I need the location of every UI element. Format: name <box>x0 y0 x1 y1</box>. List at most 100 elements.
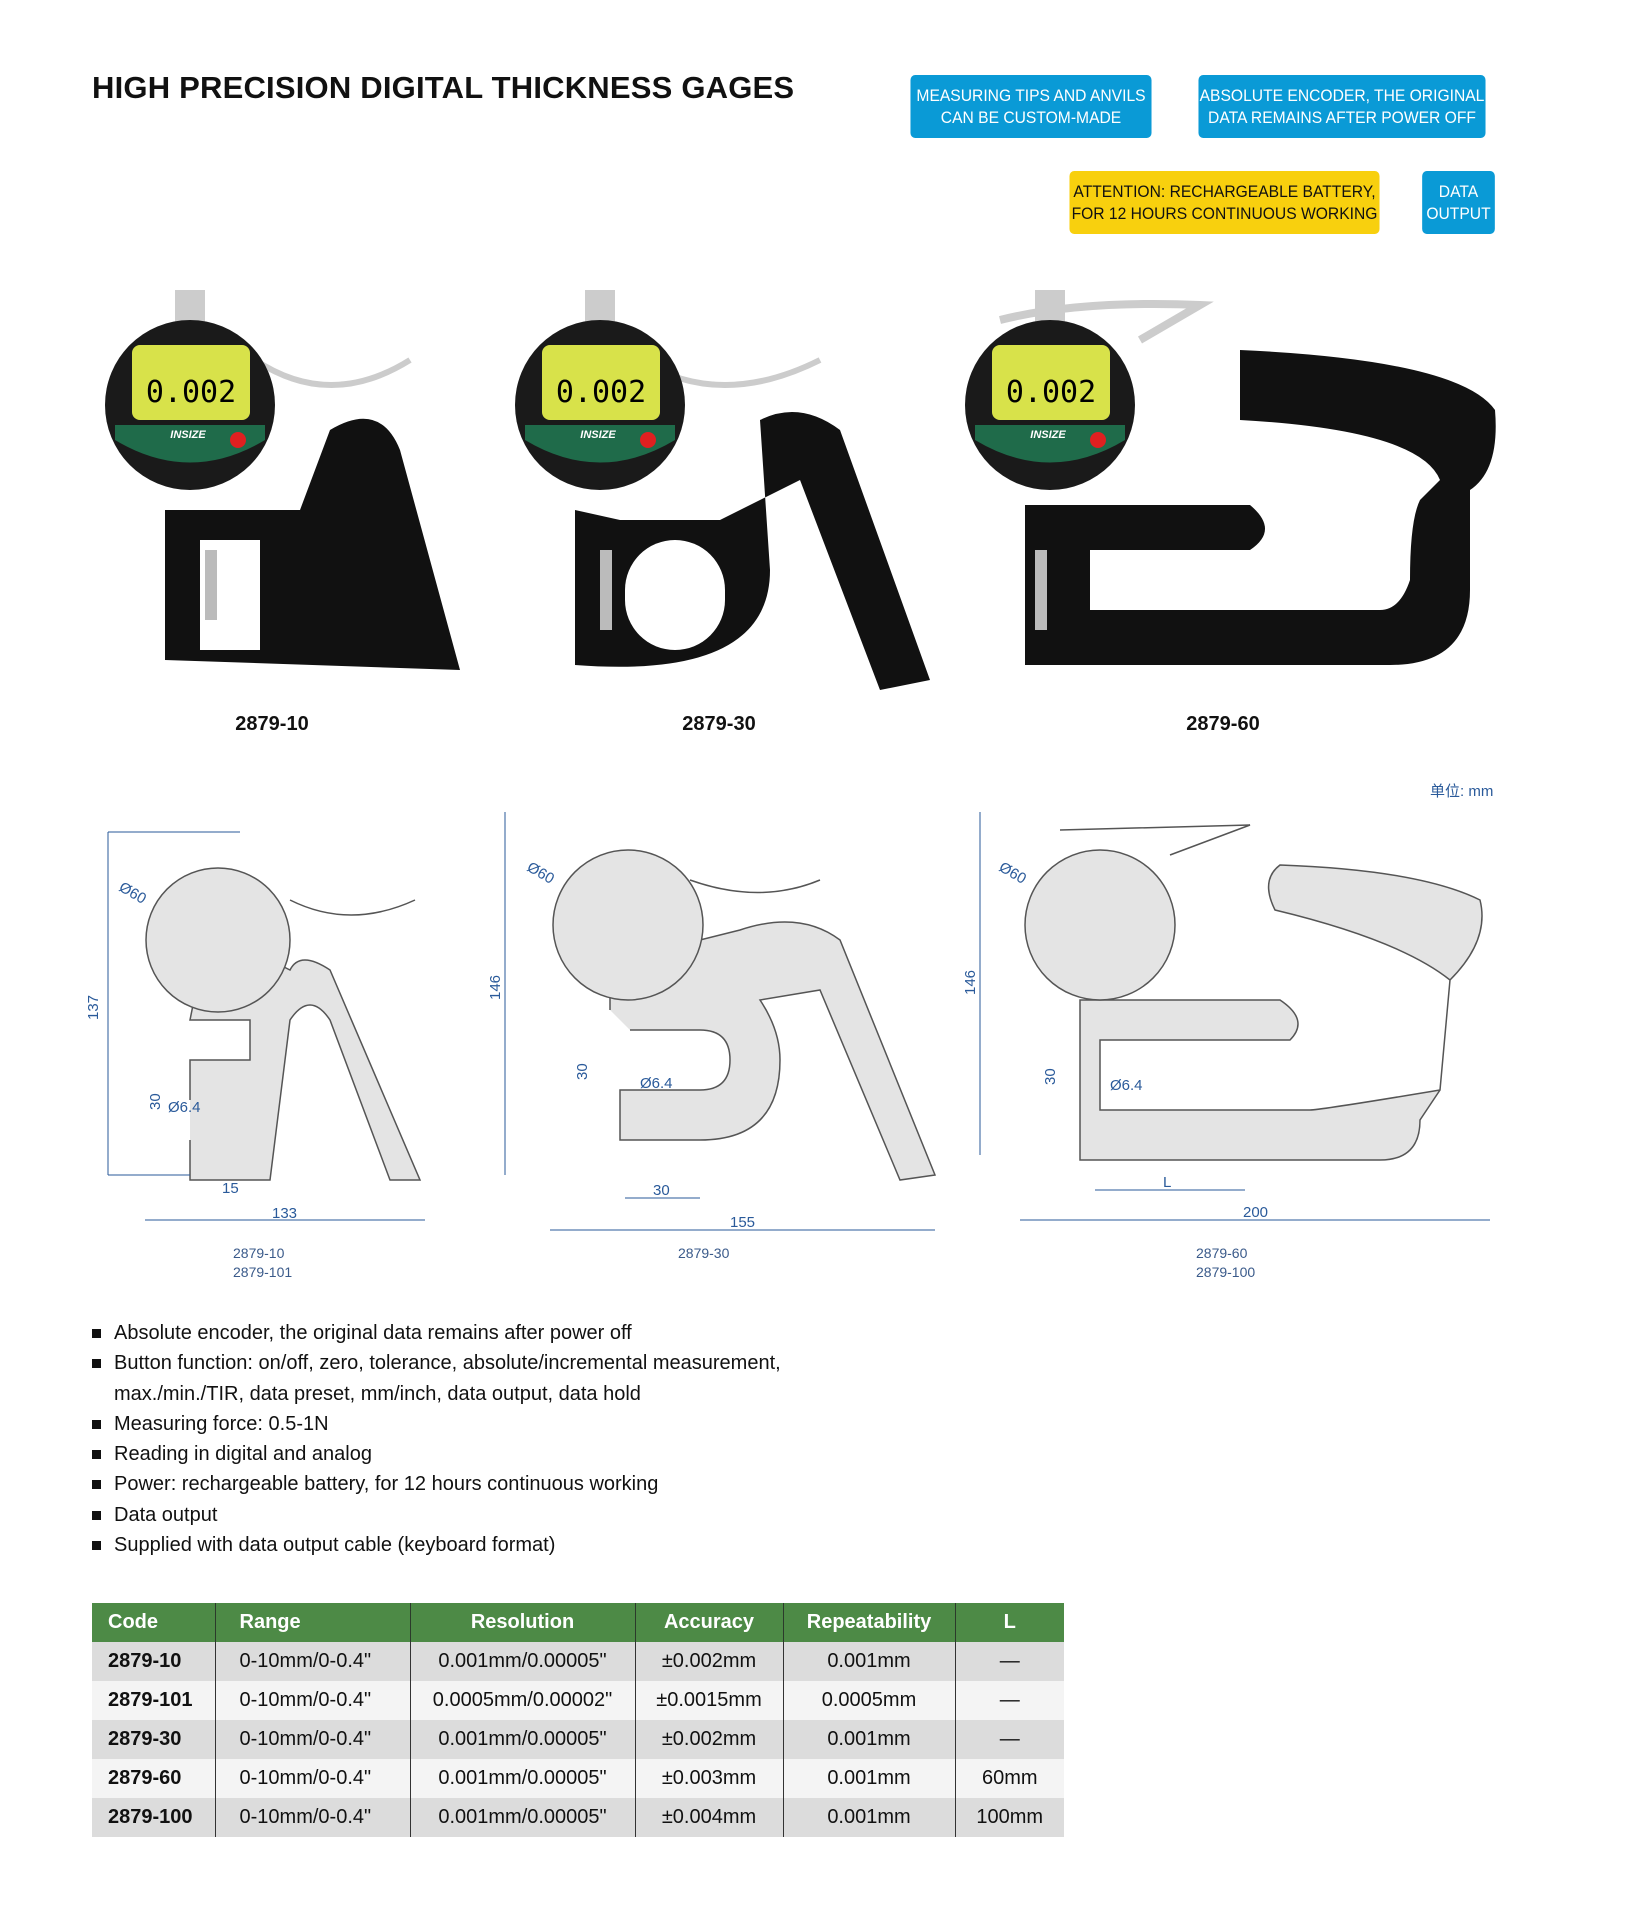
table-cell: — <box>954 1681 1064 1720</box>
model-label: 2879-30 <box>682 713 756 735</box>
table-cell: 0.0005mm/0.00002" <box>409 1681 635 1720</box>
table-cell: 0-10mm/0-0.4" <box>214 1798 410 1837</box>
dim-width: 133 <box>272 1205 297 1222</box>
badge-text: ATTENTION: RECHARGEABLE BATTERY, <box>1073 181 1376 201</box>
feature-item: Reading in digital and analog <box>92 1439 781 1469</box>
brand-logo: INSIZE <box>170 429 206 441</box>
table-cell: — <box>954 1720 1064 1759</box>
dim-depth: 15 <box>222 1180 239 1197</box>
dim-tip: Ø6.4 <box>168 1099 201 1116</box>
drawing-2879-30 <box>504 812 937 1231</box>
badge-text: DATA REMAINS AFTER POWER OFF <box>1208 107 1476 127</box>
caption-line: 2879-10 <box>233 1245 285 1261</box>
feature-item-continuation: max./min./TIR, data preset, mm/inch, dat… <box>114 1382 641 1405</box>
column-header: Code <box>92 1603 215 1642</box>
dim-depth: L <box>1163 1174 1171 1191</box>
table-cell: 0.001mm/0.00005" <box>409 1798 635 1837</box>
table-cell: 0.001mm <box>782 1798 955 1837</box>
table-cell: 0-10mm/0-0.4" <box>214 1759 410 1798</box>
table-cell: 0-10mm/0-0.4" <box>214 1681 410 1720</box>
table-cell: 0-10mm/0-0.4" <box>214 1642 410 1681</box>
table-cell: 0.001mm <box>782 1759 955 1798</box>
dim-gap: 30 <box>147 1093 164 1110</box>
table-cell: 0.001mm <box>782 1720 955 1759</box>
dim-depth: 30 <box>653 1182 670 1199</box>
dim-height: 146 <box>487 975 504 1000</box>
table-cell: ±0.004mm <box>634 1798 783 1837</box>
badge-battery-attention: ATTENTION: RECHARGEABLE BATTERY,FOR 12 H… <box>1069 171 1380 234</box>
page-title: HIGH PRECISION DIGITAL THICKNESS GAGES <box>92 70 795 105</box>
table-cell: 0.0005mm <box>782 1681 955 1720</box>
table-cell: ±0.002mm <box>634 1642 783 1681</box>
column-header: Resolution <box>409 1603 635 1642</box>
lcd-reading: 0.002 <box>556 375 646 410</box>
dim-gap: 30 <box>574 1063 591 1080</box>
drawing-2879-10 <box>107 831 425 1221</box>
table-cell: 0.001mm/0.00005" <box>409 1642 635 1681</box>
column-header: Range <box>214 1603 410 1642</box>
drawing-caption: 2879-10 2879-101 <box>233 1244 292 1282</box>
table-cell: ±0.002mm <box>634 1720 783 1759</box>
table-cell: 2879-30 <box>92 1720 215 1759</box>
table-cell: 2879-10 <box>92 1642 215 1681</box>
technical-drawings: 137 Ø60 30 Ø6.4 15 133 146 Ø60 30 Ø6.4 3… <box>85 812 1490 1231</box>
table-header-row: Code Range Resolution Accuracy Repeatabi… <box>92 1603 1064 1642</box>
feature-item: Data output <box>92 1500 781 1530</box>
badge-text: FOR 12 HOURS CONTINUOUS WORKING <box>1071 203 1378 223</box>
drawing-caption: 2879-60 2879-100 <box>1196 1244 1255 1282</box>
dim-diameter: Ø60 <box>996 859 1029 888</box>
table-cell: 2879-60 <box>92 1759 215 1798</box>
caption-line: 2879-30 <box>678 1245 730 1261</box>
brand-logo: INSIZE <box>580 429 616 441</box>
caption-line: 2879-101 <box>233 1264 293 1280</box>
badge-text: OUTPUT <box>1426 203 1491 223</box>
feature-item: Absolute encoder, the original data rema… <box>92 1318 781 1348</box>
feature-item: Supplied with data output cable (keyboar… <box>92 1530 781 1560</box>
badge-text: DATA <box>1438 181 1479 201</box>
drawing-caption: 2879-30 <box>678 1244 729 1263</box>
table-cell: 2879-100 <box>92 1798 215 1837</box>
caption-line: 2879-60 <box>1196 1245 1248 1261</box>
dim-diameter: Ø60 <box>524 859 557 888</box>
lcd-reading: 0.002 <box>146 375 236 410</box>
model-label: 2879-10 <box>235 713 309 735</box>
table-cell: 0.001mm/0.00005" <box>409 1759 635 1798</box>
dim-gap: 30 <box>1042 1068 1059 1085</box>
table-cell: 60mm <box>954 1759 1064 1798</box>
column-header: Accuracy <box>634 1603 783 1642</box>
brand-logo: INSIZE <box>1030 429 1066 441</box>
feature-item: Measuring force: 0.5-1N <box>92 1409 781 1439</box>
badge-text: MEASURING TIPS AND ANVILS <box>916 85 1146 105</box>
dim-diameter: Ø60 <box>116 879 149 908</box>
caption-line: 2879-100 <box>1196 1264 1256 1280</box>
dim-height: 137 <box>85 995 102 1020</box>
table-cell: ±0.003mm <box>634 1759 783 1798</box>
drawing-2879-60 <box>979 812 1490 1221</box>
feature-item: Power: rechargeable battery, for 12 hour… <box>92 1469 781 1499</box>
table-cell: ±0.0015mm <box>634 1681 783 1720</box>
badge-text: CAN BE CUSTOM-MADE <box>940 107 1122 127</box>
table-cell: 2879-101 <box>92 1681 215 1720</box>
dim-width: 200 <box>1243 1204 1268 1221</box>
gauge-2879-60-image: 0.002 INSIZE <box>965 290 1496 665</box>
model-label: 2879-60 <box>1186 713 1260 735</box>
dim-tip: Ø6.4 <box>640 1075 673 1092</box>
table-cell: — <box>954 1642 1064 1681</box>
column-header: Repeatability <box>782 1603 955 1642</box>
spec-table: Code Range Resolution Accuracy Repeatabi… <box>92 1603 1064 1837</box>
product-photos: 0.002 INSIZE 0.002 INSIZE 0.002 INSIZE <box>105 290 1496 690</box>
dim-width: 155 <box>730 1214 755 1231</box>
table-cell: 0.001mm <box>782 1642 955 1681</box>
gauge-2879-30-image: 0.002 INSIZE <box>515 290 930 690</box>
table-cell: 0.001mm/0.00005" <box>409 1720 635 1759</box>
table-cell: 100mm <box>954 1798 1064 1837</box>
